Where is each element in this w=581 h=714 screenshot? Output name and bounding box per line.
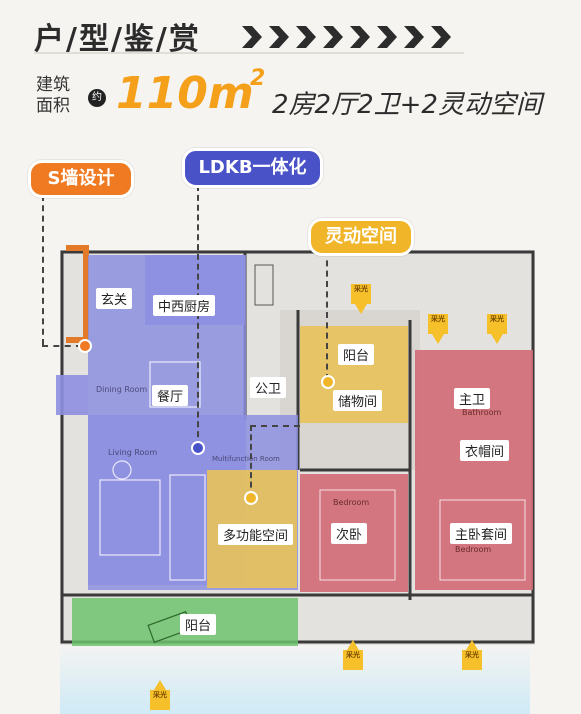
sunlight-tag: 采光 [150,690,170,710]
sunlight-marker-balcony: 采光 [150,676,170,710]
s-wall-leader-h [42,345,82,347]
sunlight-marker-storage: 采光 [351,284,371,318]
sunlight-arrow-icon [347,640,359,650]
page-title: 户/型/鉴/赏 [34,22,201,57]
room-label-balcony-small: 阳台 [338,344,375,365]
sunlight-arrow-icon [154,680,166,690]
room-label-multi-room: 多功能空间 [218,524,294,545]
dining-alcove-zone [56,375,88,415]
layout-description: 2房2厅2卫+2灵动空间 [272,90,542,120]
flex-leader [326,250,328,380]
s-wall-leader [42,195,44,345]
sunlight-marker-bath-right: 采光 [487,314,507,348]
room-label-closet: 衣帽间 [460,440,510,461]
sunlight-tag: 采光 [462,650,482,670]
room-label-second-bed: 次卧 [331,523,368,544]
header-divider [34,52,464,54]
sunlight-arrow-icon [355,304,367,314]
approx-badge: 约 [88,89,106,107]
room-label-master-bath: 主卫 [454,388,491,409]
sunlight-arrow-icon [432,334,444,344]
room-label-kitchen: 中西厨房 [153,295,216,316]
s-wall-badge: S墙设计 [28,160,134,198]
room-label-public-bath: 公卫 [250,377,287,398]
flex-dot-multi [244,491,258,505]
plan-text-living: Living Room [108,448,158,457]
flex-space-badge: 灵动空间 [308,218,414,256]
s-wall-dot [78,339,92,353]
sunlight-tag: 采光 [487,314,507,334]
ldkb-leader [197,185,199,447]
room-label-foyer: 玄关 [96,288,133,309]
chevron-arrows-icon [242,26,451,48]
room-label-storage: 储物间 [333,390,383,411]
ldkb-badge: LDKB一体化 [182,148,323,188]
flex-dot-storage [321,375,335,389]
sunlight-marker-bath-left: 采光 [428,314,448,348]
sunlight-tag: 采光 [343,650,363,670]
area-label-line2: 面积 [36,96,70,116]
sunlight-marker-second-bed: 采光 [343,636,363,670]
plan-text-bedroom2: Bedroom [455,545,492,554]
room-label-dining: 餐厅 [152,385,189,406]
plan-text-bedroom1: Bedroom [333,498,370,507]
plan-text-multi: Multifunction Room [212,455,280,463]
room-label-master-suite: 主卧套间 [450,523,513,544]
area-unit-superscript: 2 [250,66,266,91]
ldkb-dot [191,441,205,455]
plan-text-bathroom: Bathroom [462,408,502,417]
flex-leader-v [250,425,252,497]
sunlight-tag: 采光 [428,314,448,334]
area-label-line1: 建筑 [36,75,70,95]
sunlight-tag: 采光 [351,284,371,304]
sunlight-arrow-icon [491,334,503,344]
plan-text-dining: Dining Room [96,385,148,394]
sunlight-arrow-icon [466,640,478,650]
room-label-balcony-large: 阳台 [180,614,217,635]
sunlight-marker-master: 采光 [462,636,482,670]
area-label: 建筑 面积 [36,75,70,117]
area-value: 110m [116,68,254,119]
flex-leader-h [250,425,300,427]
